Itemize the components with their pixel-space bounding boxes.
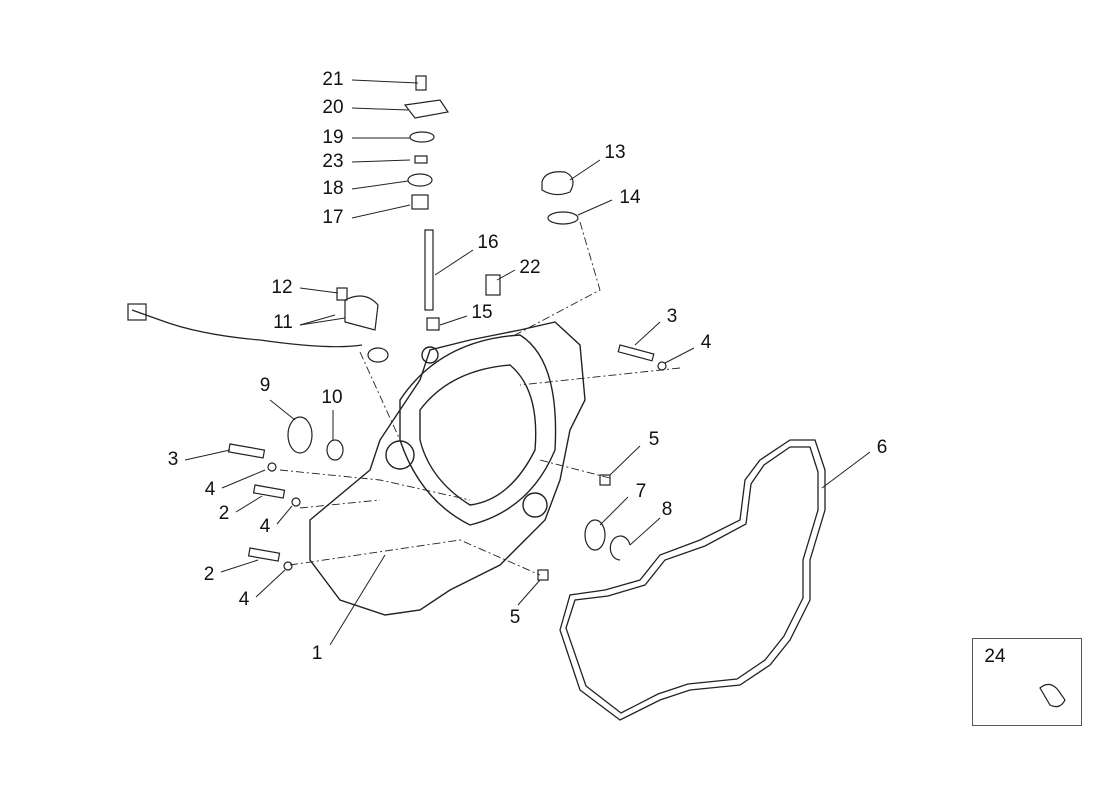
part-label: 5: [509, 607, 521, 628]
part-label: 2: [218, 503, 230, 524]
screw-21-shape: [415, 75, 427, 91]
bush-23-shape: [414, 155, 428, 164]
small-parts: [127, 75, 667, 581]
part-label: 4: [204, 479, 216, 500]
lever-20-shape: [403, 99, 450, 119]
oring-14-shape: [547, 211, 579, 225]
pin-22-shape: [485, 274, 501, 296]
part-label: 8: [661, 499, 673, 520]
part-label: 19: [322, 127, 344, 148]
part-label: 18: [322, 178, 344, 199]
clip-24-shape: [1039, 683, 1066, 708]
spring-19-shape: [409, 131, 435, 143]
part-label: 20: [322, 97, 344, 118]
cap-13-shape: [541, 171, 574, 196]
bush-15-shape: [426, 317, 440, 331]
part-label: 12: [271, 277, 293, 298]
part-label: 11: [273, 312, 293, 333]
screw-12-shape: [336, 287, 348, 301]
circlip-8-shape: [609, 535, 631, 561]
leader-lines: [184, 79, 871, 646]
part-label: 17: [322, 207, 344, 228]
part-label: 5: [648, 429, 660, 450]
dash-dot-lines: [279, 221, 681, 576]
part-label: 15: [471, 302, 493, 323]
part-label: 4: [238, 589, 250, 610]
oring-10-shape: [326, 439, 344, 461]
part-label: 22: [519, 257, 541, 278]
part-label: 3: [167, 449, 179, 470]
inset-box: [972, 638, 1082, 726]
bearing-18-shape: [407, 173, 433, 187]
part-label: 4: [259, 516, 271, 537]
gasket: [559, 439, 826, 721]
part-label: 23: [322, 151, 344, 172]
shaft-16-shape: [424, 229, 434, 311]
connector-shape: [127, 303, 147, 321]
part-label: 10: [321, 387, 343, 408]
part-label: 2: [203, 564, 215, 585]
part-label: 21: [322, 69, 344, 90]
bush-17-shape: [411, 194, 429, 210]
sensor-11-shape: [344, 295, 379, 331]
part-label: 4: [700, 332, 712, 353]
part-label: 7: [635, 481, 647, 502]
cover-housing: [309, 321, 586, 616]
part-label: 1: [311, 643, 323, 664]
sensor-cable: [131, 309, 363, 348]
part-9-shape: [287, 416, 313, 454]
part-label: 3: [666, 306, 678, 327]
inset-label: 24: [984, 646, 1006, 667]
part-label: 16: [477, 232, 499, 253]
part-label: 9: [259, 375, 271, 396]
part-label: 6: [876, 437, 888, 458]
part-label: 14: [619, 187, 641, 208]
seal-7-shape: [584, 519, 606, 551]
part-label: 13: [604, 142, 626, 163]
